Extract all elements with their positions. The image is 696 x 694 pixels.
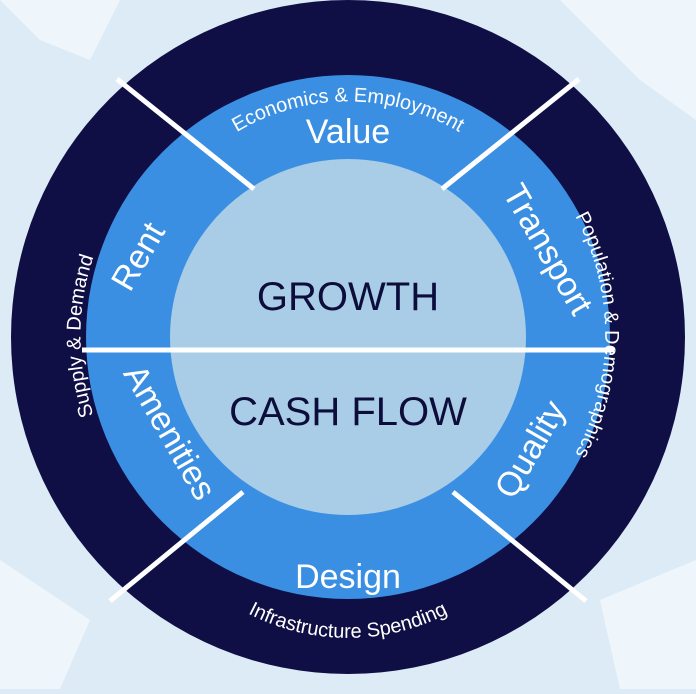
divider-bottom-right [451,490,588,603]
core-label-cashflow: CASH FLOW [229,390,467,434]
core-circle [170,159,526,515]
segment-label-value: Value [306,113,390,151]
segment-label-design: Design [295,558,401,596]
core-label-growth: GROWTH [257,275,439,319]
divider-top-right [440,77,581,191]
divider-top-left [115,77,256,191]
divider-bottom-left [108,490,245,603]
ring-dividers [82,77,614,603]
